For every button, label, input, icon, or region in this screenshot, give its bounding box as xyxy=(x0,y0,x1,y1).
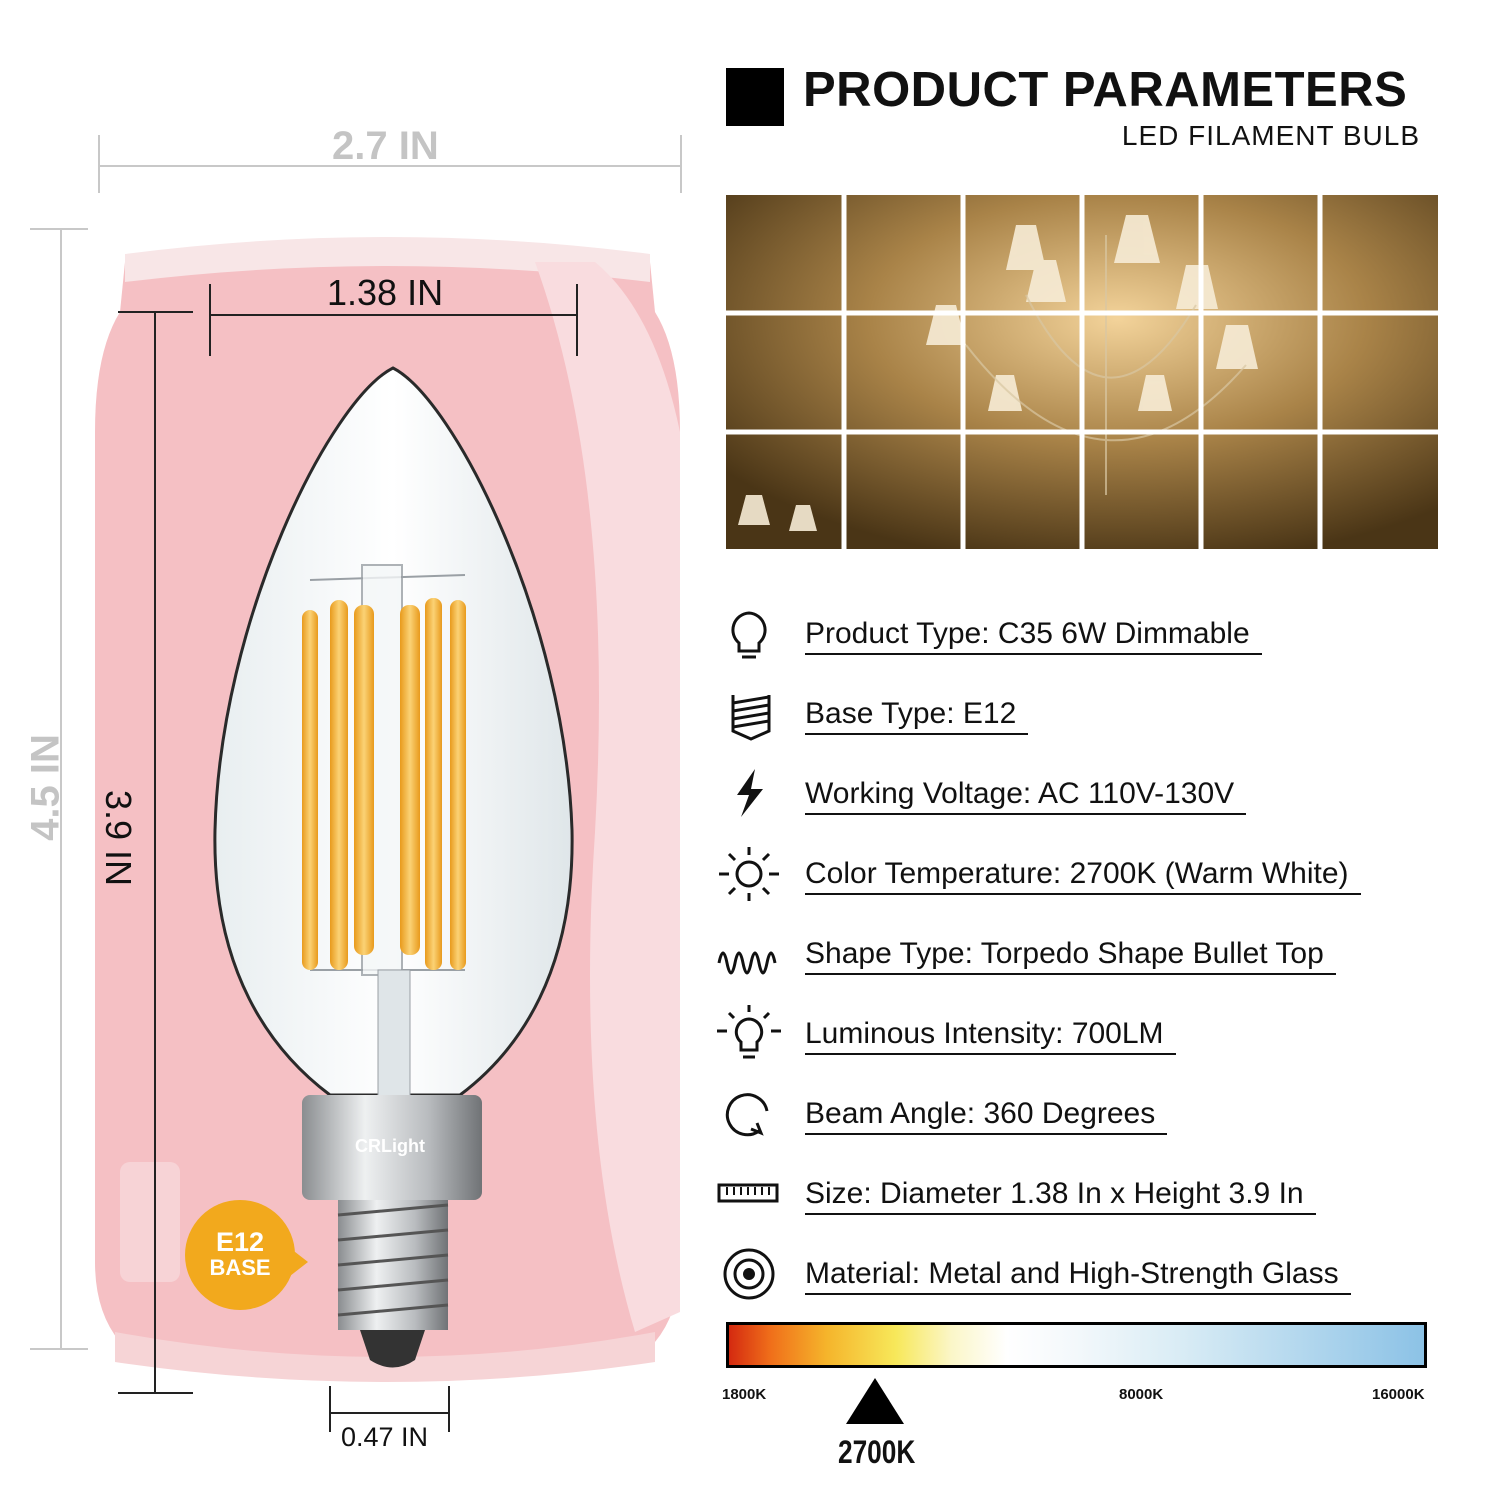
spec-row-material: MaterialMetal and High-Strength Glass xyxy=(715,1245,1445,1305)
color-temperature-scale xyxy=(726,1322,1427,1368)
spec-row-product-type: Product TypeC35 6W Dimmable xyxy=(715,605,1445,665)
bulb-height-line xyxy=(154,312,156,1394)
spec-row-color-temperature: Color Temperature2700K (Warm White) xyxy=(715,845,1445,905)
scale-max-label: 16000K xyxy=(1372,1386,1425,1403)
badge-pointer xyxy=(290,1248,308,1276)
spec-row-base-type: Base TypeE12 xyxy=(715,685,1445,745)
sun-icon xyxy=(719,847,779,901)
brand-logo: CRLight xyxy=(355,1136,425,1156)
can-height-tick-bottom xyxy=(30,1348,88,1350)
chandelier-photo-collage xyxy=(726,195,1438,549)
can-height-tick-top xyxy=(30,228,88,230)
bulb-diameter-tick-left xyxy=(209,284,211,356)
lightning-icon xyxy=(737,769,763,817)
can-height-line xyxy=(60,228,62,1350)
filament-icon xyxy=(717,951,777,975)
base-width-tick-left xyxy=(329,1386,331,1432)
spec-text: Color Temperature2700K (Warm White) xyxy=(805,857,1361,895)
bulb-height-tick-bottom xyxy=(118,1392,193,1394)
spec-row-luminous-intensity: Luminous Intensity700LM xyxy=(715,1005,1445,1065)
spec-row-shape-type: Shape TypeTorpedo Shape Bullet Top xyxy=(715,925,1445,985)
spec-text: Base TypeE12 xyxy=(805,697,1029,735)
can-width-label: 2.7 IN xyxy=(332,124,439,168)
can-height-label: 4.5 IN xyxy=(23,734,68,841)
current-temperature-marker-icon xyxy=(846,1378,904,1424)
spec-row-beam-angle: Beam Angle360 Degrees xyxy=(715,1085,1445,1145)
base-width-line xyxy=(330,1412,450,1414)
spec-row-size: SizeDiameter 1.38 In x Height 3.9 In xyxy=(715,1165,1445,1225)
spec-text: Beam Angle360 Degrees xyxy=(805,1097,1168,1135)
scale-min-label: 1800K xyxy=(722,1386,767,1403)
bulb-icon xyxy=(731,611,767,659)
ruler-icon xyxy=(717,1183,779,1203)
spec-row-voltage: Working VoltageAC 110V-130V xyxy=(715,765,1445,825)
can-width-tick-left xyxy=(98,135,100,193)
badge-line2: BASE xyxy=(209,1255,271,1280)
current-temperature-label: 2700K xyxy=(838,1434,916,1470)
scale-mid-label: 8000K xyxy=(1119,1386,1164,1403)
badge-line1: E12 xyxy=(215,1227,265,1257)
base-width-tick-right xyxy=(448,1386,450,1432)
bright-bulb-icon xyxy=(717,1005,781,1059)
page-subtitle: LED FILAMENT BULB xyxy=(1121,120,1420,151)
candle-bulb-image: CRLight xyxy=(213,366,574,1368)
bulb-diameter-label: 1.38 IN xyxy=(327,272,444,313)
can-width-tick-right xyxy=(680,135,682,193)
spec-text: Working VoltageAC 110V-130V xyxy=(805,777,1247,815)
header-square xyxy=(726,68,784,126)
spec-text: SizeDiameter 1.38 In x Height 3.9 In xyxy=(805,1177,1316,1215)
bulb-diameter-tick-right xyxy=(576,284,578,356)
spec-text: Shape TypeTorpedo Shape Bullet Top xyxy=(805,937,1336,975)
target-icon xyxy=(723,1248,775,1300)
page-title: PRODUCT PARAMETERS xyxy=(803,63,1408,117)
spec-text: MaterialMetal and High-Strength Glass xyxy=(805,1257,1351,1295)
base-type-badge: E12 BASE xyxy=(185,1200,295,1310)
base-width-label: 0.47 IN xyxy=(341,1422,429,1452)
spec-text: Luminous Intensity700LM xyxy=(805,1017,1176,1055)
bulb-diameter-line xyxy=(210,314,578,316)
screw-base-icon xyxy=(731,695,771,741)
bulb-height-tick-top xyxy=(118,311,193,313)
spec-text: Product TypeC35 6W Dimmable xyxy=(805,617,1262,655)
can-width-line xyxy=(98,165,682,167)
rotate-icon xyxy=(725,1093,769,1137)
bulb-height-label: 3.9 IN xyxy=(98,789,139,887)
